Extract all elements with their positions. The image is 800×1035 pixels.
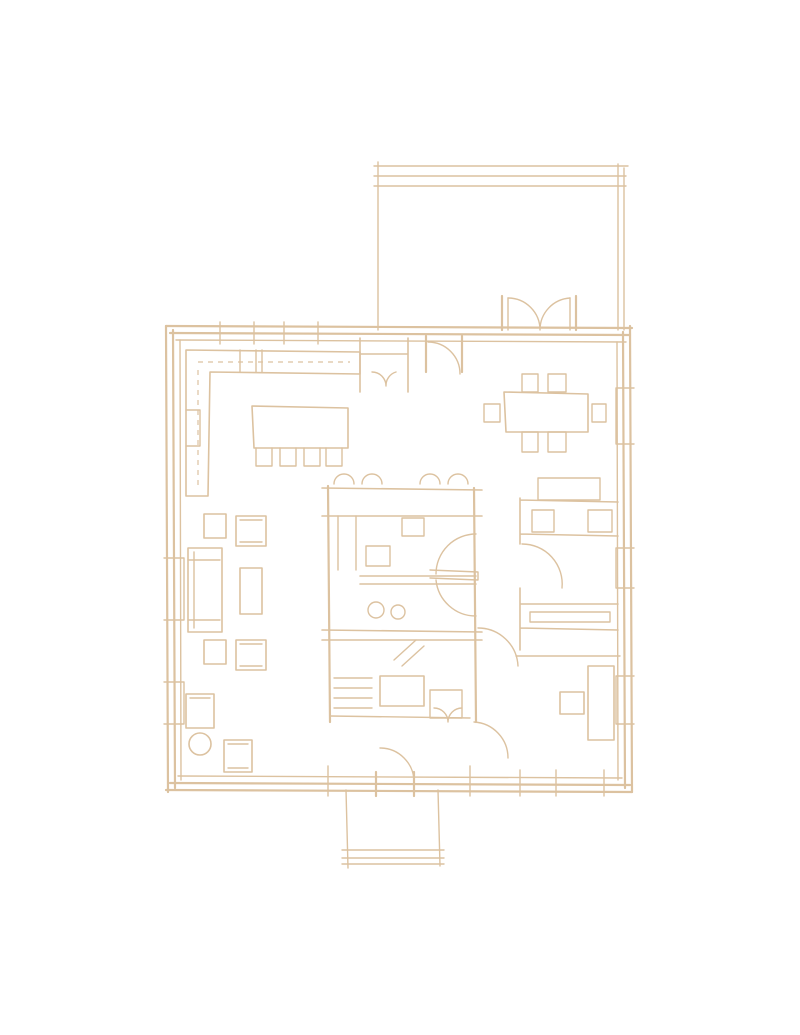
windows bbox=[163, 321, 635, 797]
living-sofa bbox=[187, 547, 223, 633]
exterior-walls bbox=[164, 324, 634, 794]
rear-french-doors bbox=[500, 294, 578, 332]
reading-nook bbox=[185, 693, 253, 773]
front-entry-door bbox=[374, 747, 416, 798]
rear-entry-door bbox=[424, 334, 464, 375]
pantry bbox=[359, 337, 409, 393]
kitchen-island bbox=[251, 405, 349, 467]
living-furniture bbox=[203, 513, 267, 671]
core-doors bbox=[435, 533, 519, 759]
rear-deck bbox=[373, 161, 629, 331]
east-rooms bbox=[515, 477, 621, 741]
dining-table bbox=[483, 373, 607, 453]
central-core bbox=[321, 473, 483, 724]
front-steps bbox=[341, 789, 445, 869]
kitchen-counter bbox=[185, 349, 361, 497]
